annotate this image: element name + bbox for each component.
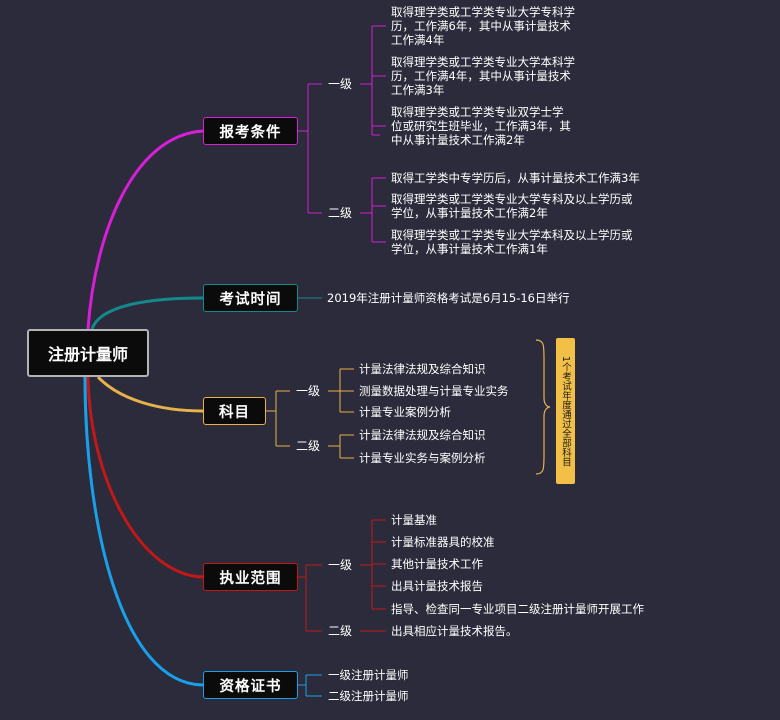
exam-conditions-level2-item: 取得工学类中专学历后，从事计量技术工作满3年 <box>391 171 640 185</box>
practice-scope-level1-item: 指导、检查同一专业项目二级注册计量师开展工作 <box>391 602 644 616</box>
branch-certificate[interactable]: 资格证书 <box>203 671 298 699</box>
branch-subjects[interactable]: 科目 <box>203 397 266 425</box>
connector-subjects <box>96 375 204 413</box>
subjects-level2-label: 二级 <box>296 439 321 453</box>
exam-conditions-level1-item: 取得理学类或工学类专业双学士学位或研究生班毕业，工作满3年，其中从事计量技术工作… <box>391 105 571 147</box>
subjects-level1-item: 计量专业案例分析 <box>359 405 451 419</box>
branch-exam-conditions[interactable]: 报考条件 <box>203 117 298 145</box>
connector-exam-conditions <box>86 129 204 330</box>
practice-scope-level2-label: 二级 <box>328 624 353 638</box>
exam-conditions-level1-item: 取得理学类或工学类专业大学专科学历，工作满6年，其中从事计量技术工作满4年 <box>391 5 575 47</box>
exam-conditions-level2-label: 二级 <box>328 206 353 220</box>
certificate-item: 二级注册计量师 <box>328 689 409 703</box>
branch-exam-time[interactable]: 考试时间 <box>203 284 298 312</box>
exam-conditions-level2-item: 取得理学类或工学类专业大学专科及以上学历或学位，从事计量技术工作满2年 <box>391 192 633 220</box>
practice-scope-level1-item: 其他计量技术工作 <box>391 557 483 571</box>
practice-scope-level1-item: 出具计量技术报告 <box>391 579 483 593</box>
connector-certificate <box>83 376 204 687</box>
practice-scope-level1-label: 一级 <box>328 558 353 572</box>
subjects-level2-item: 计量专业实务与案例分析 <box>359 451 486 465</box>
certificate-item: 一级注册计量师 <box>328 668 409 682</box>
subjects-level2-item: 计量法律法规及综合知识 <box>359 428 486 442</box>
exam-time-item: 2019年注册计量师资格考试是6月15-16日举行 <box>327 291 570 305</box>
connector-exam-time <box>90 296 204 330</box>
subjects-note-tag: 1个考试年度通过全部科目 <box>556 338 575 484</box>
subjects-level1-item: 测量数据处理与计量专业实务 <box>359 384 509 398</box>
root-node[interactable]: 注册计量师 <box>27 329 149 377</box>
exam-conditions-level2-item: 取得理学类或工学类专业大学本科及以上学历或学位，从事计量技术工作满1年 <box>391 228 633 256</box>
branch-practice-scope[interactable]: 执业范围 <box>203 563 298 591</box>
practice-scope-level1-item: 计量基准 <box>391 513 437 527</box>
subjects-level1-item: 计量法律法规及综合知识 <box>359 362 486 376</box>
connector-practice-scope <box>86 376 204 579</box>
exam-conditions-level1-item: 取得理学类或工学类专业大学本科学历，工作满4年，其中从事计量技术工作满3年 <box>391 55 575 97</box>
practice-scope-level2-item: 出具相应计量技术报告。 <box>391 624 518 638</box>
exam-conditions-level1-label: 一级 <box>328 77 353 91</box>
subjects-level1-label: 一级 <box>296 384 321 398</box>
practice-scope-level1-item: 计量标准器具的校准 <box>391 535 495 549</box>
subjects-brace <box>535 339 551 475</box>
